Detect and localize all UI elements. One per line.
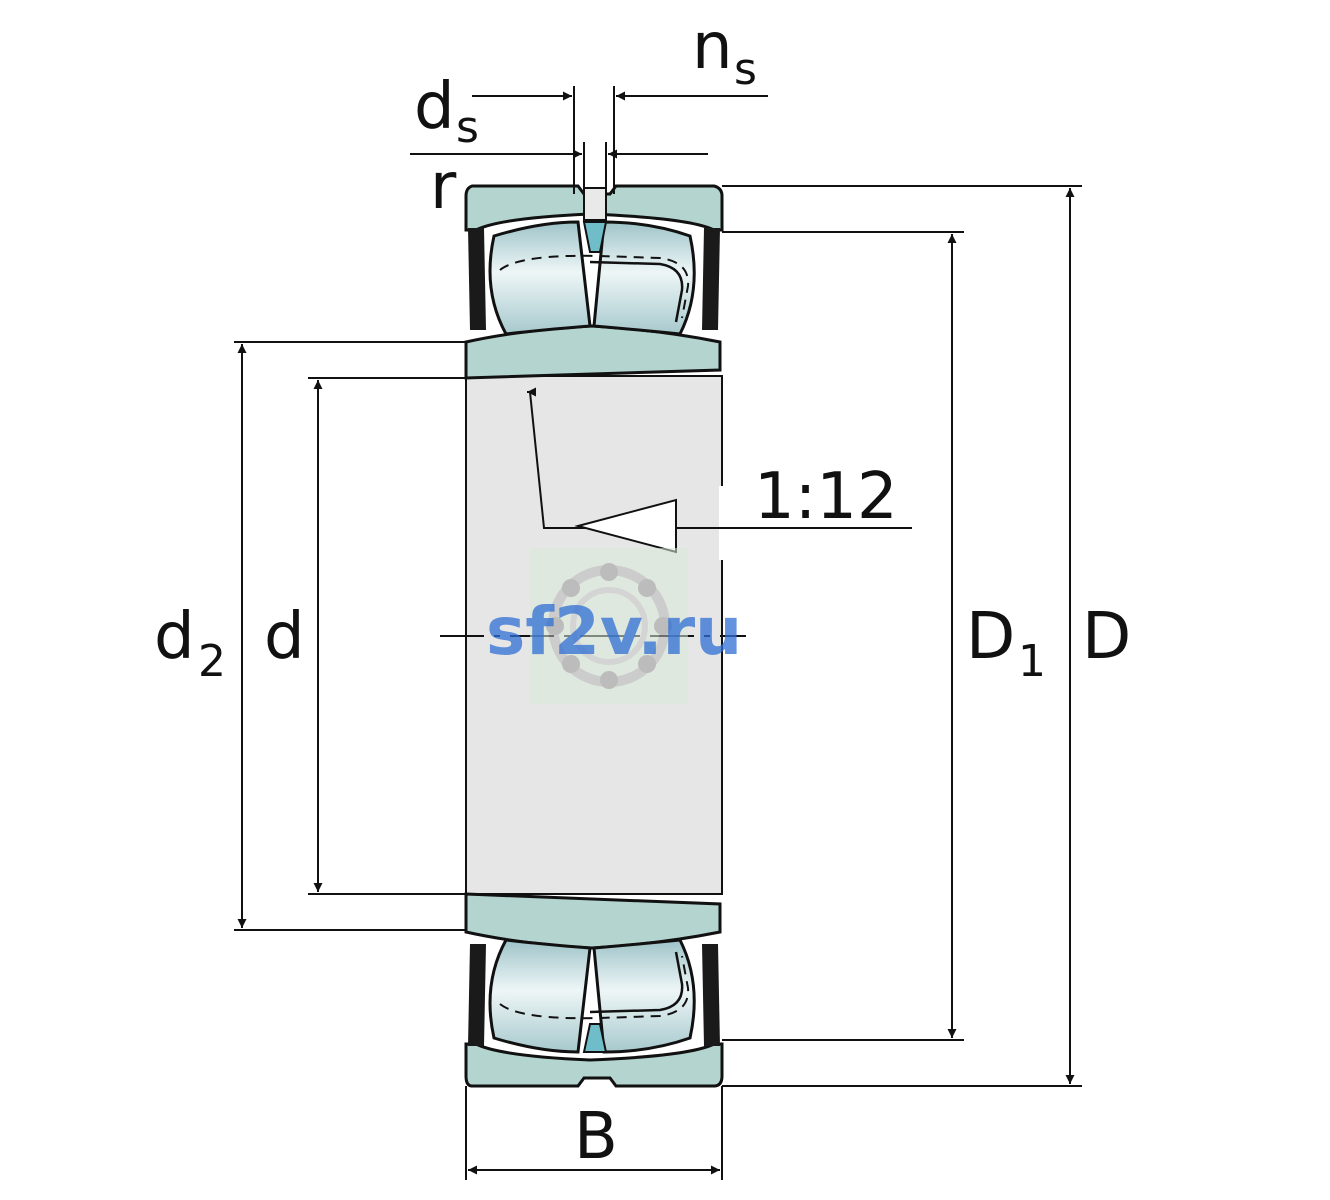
label-D1-sub: 1 <box>1018 636 1046 687</box>
label-r: r <box>430 150 457 224</box>
label-ds-sub: s <box>456 102 479 153</box>
label-ns-sub: s <box>734 44 757 95</box>
roller-right-bottom <box>592 938 696 1054</box>
cage-bottom <box>499 955 690 1020</box>
label-D: D <box>1082 600 1131 674</box>
lube-hole-top <box>583 187 607 221</box>
taper-leader <box>529 391 912 529</box>
seal-left-bottom <box>468 944 486 1046</box>
extension-lines <box>234 86 1082 1180</box>
label-d2: d <box>154 600 195 674</box>
label-B: B <box>574 1100 618 1174</box>
seal-left-top <box>468 228 486 330</box>
watermark-logo <box>530 548 688 704</box>
inner-ring-top <box>464 324 722 380</box>
label-D1: D <box>966 600 1015 674</box>
seal-right-bottom <box>702 944 720 1046</box>
label-ns: n <box>692 10 733 84</box>
roller-left-bottom <box>488 938 592 1054</box>
roller-left-top <box>488 220 592 336</box>
taper-triangle <box>574 498 677 554</box>
label-d: d <box>264 600 305 674</box>
seal-right-top <box>702 228 720 330</box>
cage-top <box>499 254 690 319</box>
label-ds: d <box>414 70 455 144</box>
label-taper: 1:12 <box>754 460 898 534</box>
inner-ring-bottom <box>464 892 722 950</box>
roller-right-top <box>592 220 696 336</box>
label-d2-sub: 2 <box>198 636 226 687</box>
watermark-text: sf2v.ru <box>486 593 742 670</box>
